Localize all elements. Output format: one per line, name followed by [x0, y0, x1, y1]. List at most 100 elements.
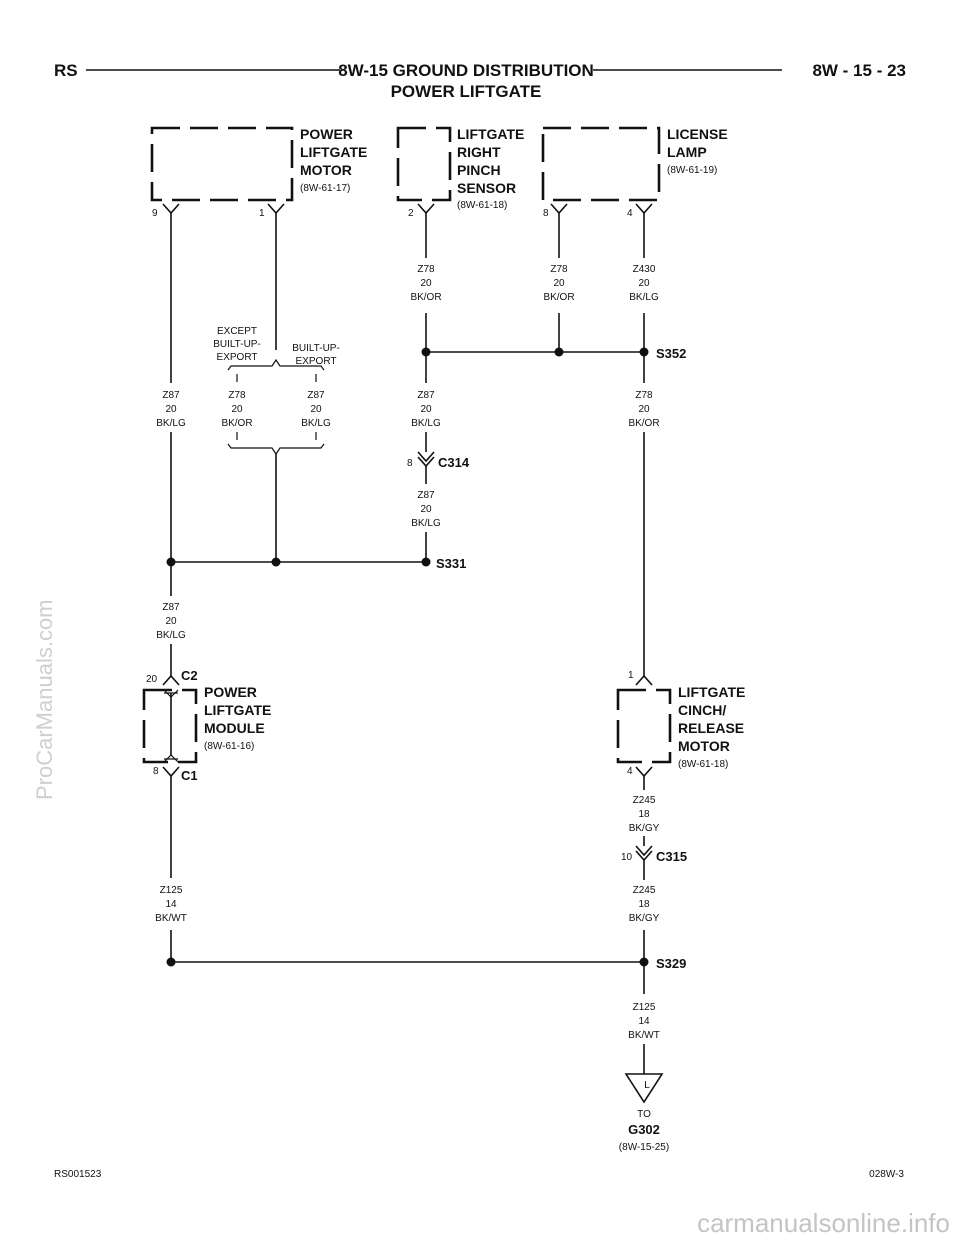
liftgate-motor-pin-1: 1	[259, 208, 265, 219]
terminal-pin-2	[417, 203, 435, 215]
wire-z78-lamp-gauge: 20	[553, 278, 565, 289]
wire-z125-left-color: BK/WT	[155, 913, 187, 924]
cinch-motor-top-terminal	[635, 674, 653, 686]
wire-z78-except-color: BK/OR	[221, 418, 252, 429]
wire-z87-c314-top-code: Z87	[417, 390, 435, 401]
liftgate-motor-label-3: MOTOR	[300, 162, 352, 178]
wire-z125-ground-gauge: 14	[638, 1016, 650, 1027]
wire-z78-s352-color: BK/OR	[628, 418, 659, 429]
header-left: RS	[54, 61, 78, 80]
ground-symbol-letter: L	[644, 1080, 650, 1091]
module-c2-terminal	[162, 674, 180, 686]
ground-ref: (8W-15-25)	[619, 1142, 669, 1153]
wire-z125-ground-color: BK/WT	[628, 1030, 660, 1041]
wire-z78-s352-gauge: 20	[638, 404, 650, 415]
cinch-motor-label-4: MOTOR	[678, 738, 730, 754]
liftgate-module-label-3: MODULE	[204, 720, 265, 736]
license-lamp-box	[541, 126, 661, 202]
c314-pin: 8	[407, 458, 413, 469]
cinch-motor-pin-4: 4	[627, 766, 633, 777]
option-builtup-1: BUILT-UP-	[292, 343, 340, 354]
ground-to: TO	[637, 1109, 651, 1120]
liftgate-module-label-1: POWER	[204, 684, 257, 700]
wire-z125-left-gauge: 14	[165, 899, 177, 910]
terminal-pin-4-lamp	[635, 203, 653, 215]
footer-right: 028W-3	[869, 1169, 904, 1180]
wire-z125-ground-code: Z125	[633, 1002, 656, 1013]
wire-z78-sensor-code: Z78	[417, 264, 435, 275]
wire-z87-builtup-code: Z87	[307, 390, 325, 401]
liftgate-module-ref: (8W-61-16)	[204, 741, 254, 752]
pinch-sensor-ref: (8W-61-18)	[457, 200, 507, 211]
pinch-sensor-label-2: RIGHT	[457, 144, 501, 160]
module-c1-terminal	[162, 766, 180, 778]
liftgate-motor-label-2: LIFTGATE	[300, 144, 367, 160]
module-internal-bottom	[163, 754, 179, 763]
module-c2-pin: 20	[146, 674, 158, 685]
wire-z87-builtup-gauge: 20	[310, 404, 322, 415]
pinch-sensor-label-4: SENSOR	[457, 180, 516, 196]
splice-dot-lamp	[554, 347, 564, 357]
wire-z87-module-code: Z87	[162, 602, 180, 613]
wire-z87-motor-code: Z87	[162, 390, 180, 401]
wire-z245-top-color: BK/GY	[629, 823, 660, 834]
license-lamp-label-2: LAMP	[667, 144, 707, 160]
liftgate-module-box	[142, 688, 198, 764]
splice-dot-s329-left	[166, 957, 176, 967]
liftgate-motor-ref: (8W-61-17)	[300, 183, 350, 194]
option-except-3: EXPORT	[217, 352, 258, 363]
wire-z78-sensor-color: BK/OR	[410, 292, 441, 303]
option-except-1: EXCEPT	[217, 326, 257, 337]
wire-z87-c314-bot-color: BK/LG	[411, 518, 441, 529]
wire-z87-module-color: BK/LG	[156, 630, 186, 641]
cinch-motor-bottom-terminal	[635, 766, 653, 778]
wire-z78-except-gauge: 20	[231, 404, 243, 415]
option-except-2: BUILT-UP-	[213, 339, 261, 350]
option-builtup-2: EXPORT	[296, 356, 337, 367]
wire-z245-bot-code: Z245	[633, 885, 656, 896]
c314-terminal-upper	[417, 451, 435, 463]
wire-z245-bot-color: BK/GY	[629, 913, 660, 924]
wire-z245-top-gauge: 18	[638, 809, 650, 820]
header-title: 8W-15 GROUND DISTRIBUTION	[338, 61, 594, 80]
c315-label: C315	[656, 849, 687, 864]
wire-z245-bot-gauge: 18	[638, 899, 650, 910]
splice-s329-label: S329	[656, 956, 686, 971]
wire-z245-top-code: Z245	[633, 795, 656, 806]
wire-z87-c314-bot-code: Z87	[417, 490, 435, 501]
wire-z87-c314-bot-gauge: 20	[420, 504, 432, 515]
header-subtitle: POWER LIFTGATE	[391, 82, 542, 101]
license-lamp-label-1: LICENSE	[667, 126, 728, 142]
watermark-bottom: carmanualsonline.info	[697, 1208, 950, 1238]
header-right: 8W - 15 - 23	[812, 61, 906, 80]
footer-left: RS001523	[54, 1169, 102, 1180]
wire-z87-c314-top-gauge: 20	[420, 404, 432, 415]
cinch-motor-box	[616, 688, 672, 764]
pinch-sensor-label-1: LIFTGATE	[457, 126, 524, 142]
wire-z78-s352-code: Z78	[635, 390, 653, 401]
cinch-motor-pin-1: 1	[628, 670, 634, 681]
terminal-pin-8-lamp	[550, 203, 568, 215]
module-c1-label: C1	[181, 768, 198, 783]
c315-pin: 10	[621, 852, 633, 863]
splice-dot-s331	[421, 557, 431, 567]
splice-dot-mid	[271, 557, 281, 567]
cinch-motor-label-2: CINCH/	[678, 702, 726, 718]
liftgate-module-label-2: LIFTGATE	[204, 702, 271, 718]
pinch-sensor-box	[396, 126, 452, 202]
watermark-side: ProCarManuals.com	[32, 599, 57, 800]
terminal-pin-9	[162, 203, 180, 215]
terminal-pin-1	[267, 203, 285, 215]
option-bracket-top	[227, 358, 325, 371]
wire-z125-left-code: Z125	[160, 885, 183, 896]
module-c2-label: C2	[181, 668, 198, 683]
wire-z87-module-gauge: 20	[165, 616, 177, 627]
wire-z87-motor-color: BK/LG	[156, 418, 186, 429]
cinch-motor-label-1: LIFTGATE	[678, 684, 745, 700]
wire-z78-lamp-code: Z78	[550, 264, 568, 275]
cinch-motor-ref: (8W-61-18)	[678, 759, 728, 770]
wire-z430-lamp-gauge: 20	[638, 278, 650, 289]
wire-z87-builtup-color: BK/LG	[301, 418, 331, 429]
c314-label: C314	[438, 455, 470, 470]
